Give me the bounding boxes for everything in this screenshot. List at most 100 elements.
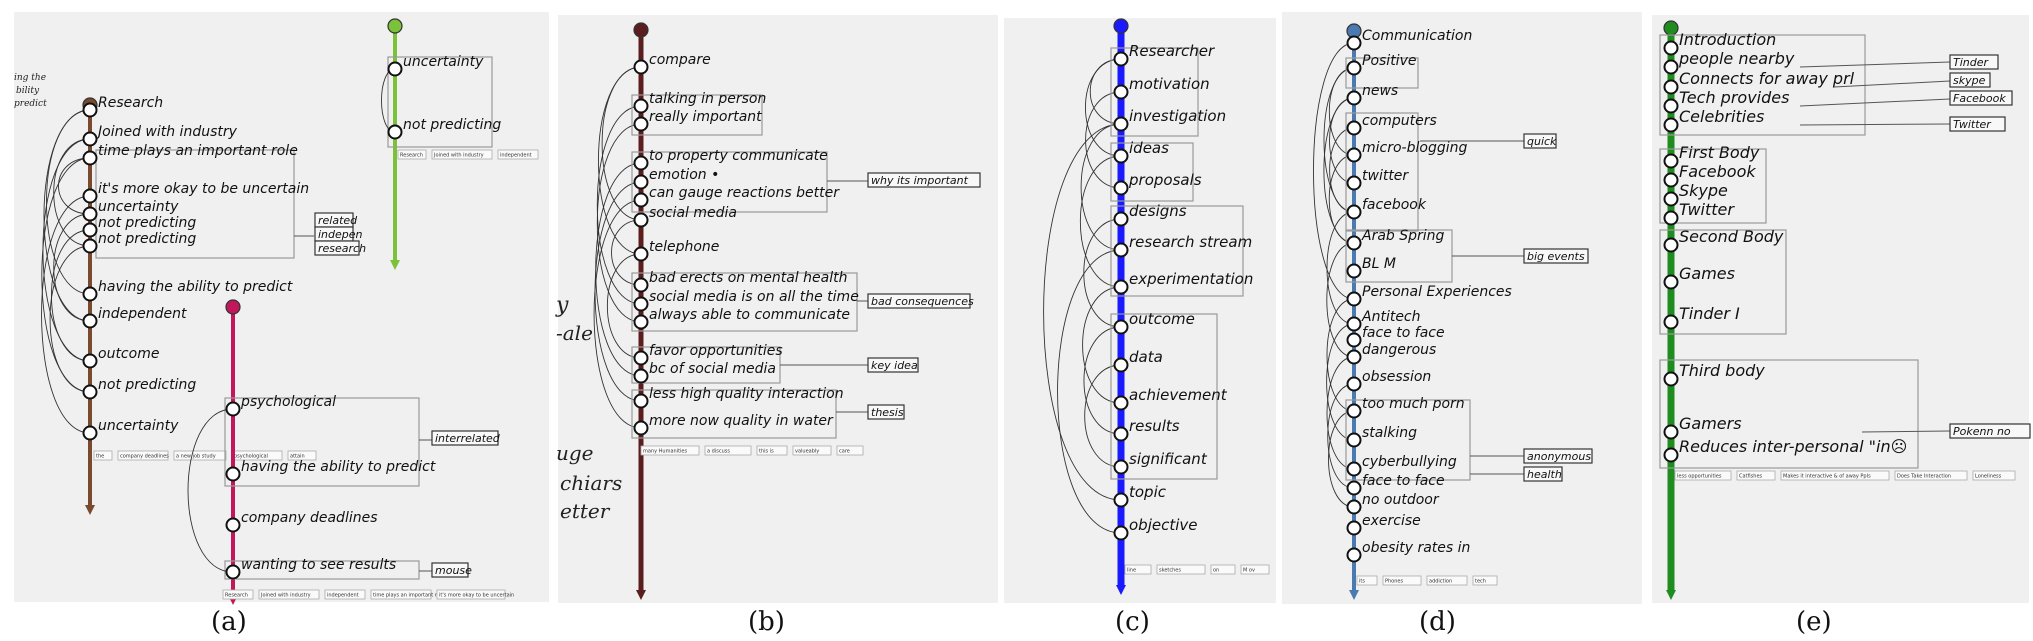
tag-box xyxy=(867,172,981,188)
handwriting-text: uge xyxy=(556,441,594,465)
node-label: outcome xyxy=(98,346,159,362)
timeline-arrowhead xyxy=(1666,590,1676,600)
source-chip-label: tech xyxy=(1475,579,1486,585)
timeline-node xyxy=(1346,147,1362,163)
timeline-node xyxy=(1346,175,1362,191)
tag-box xyxy=(1523,248,1589,264)
source-chip-label: this is xyxy=(759,449,774,455)
source-chip-label: its xyxy=(1359,579,1365,585)
node-label: face to face xyxy=(1362,473,1445,489)
node-label: computers xyxy=(1362,113,1437,129)
source-chip-label: less opportunities xyxy=(1677,474,1722,480)
node-label: Communication xyxy=(1362,28,1472,44)
timeline-node xyxy=(633,368,649,384)
timeline-node xyxy=(1346,35,1362,51)
timeline-node xyxy=(82,353,98,369)
timeline-node xyxy=(633,393,649,409)
panel-c: Researchermotivationinvestigationideaspr… xyxy=(1043,18,1270,595)
node-label: people nearby xyxy=(1678,49,1795,68)
node-label: Connects for away prl xyxy=(1679,69,1855,88)
timeline-node xyxy=(82,222,98,238)
node-label: achievement xyxy=(1129,386,1228,404)
node-label: Introduction xyxy=(1679,30,1776,49)
tag-box xyxy=(1523,133,1557,149)
link-arc xyxy=(596,123,642,323)
timeline-node xyxy=(225,466,241,482)
source-chip xyxy=(1124,564,1152,575)
node-label: social media xyxy=(649,205,737,221)
timeline-node xyxy=(1113,211,1129,227)
node-label: compare xyxy=(649,52,711,68)
tag-label: thesis xyxy=(871,406,904,419)
panel-d-background xyxy=(1282,12,1642,604)
link-arc xyxy=(1326,298,1355,412)
group-box xyxy=(631,94,763,136)
group-box xyxy=(387,56,493,148)
tag-label: interrelated xyxy=(435,432,501,445)
timeline-node xyxy=(633,314,649,330)
tag-box xyxy=(1949,423,2031,439)
tag-box xyxy=(1523,466,1563,482)
link-arc xyxy=(49,245,91,393)
timeline-node xyxy=(633,296,649,312)
timeline-node xyxy=(633,350,649,366)
node-label: Research xyxy=(98,95,163,111)
timeline-node xyxy=(1113,319,1129,335)
node-label: more now quality in water xyxy=(649,413,834,429)
timeline-node xyxy=(1346,403,1362,419)
node-label: topic xyxy=(1129,483,1167,501)
node-label: designs xyxy=(1129,202,1187,220)
source-chip-label: independent xyxy=(500,153,532,159)
source-chip xyxy=(93,450,113,461)
source-chip-label: Makes it interactive & of away PpIs xyxy=(1783,474,1871,480)
node-label: having the ability to predict xyxy=(98,279,293,295)
timeline-node xyxy=(1113,180,1129,196)
timeline-node xyxy=(1113,357,1129,373)
timeline-node xyxy=(387,124,403,140)
timeline-node xyxy=(1113,242,1129,258)
source-chip-label: Does Take Interaction xyxy=(1897,474,1951,480)
node-label: micro-blogging xyxy=(1362,140,1467,156)
timeline-node xyxy=(82,188,98,204)
timeline-node xyxy=(1663,371,1679,387)
link-arc xyxy=(596,105,642,305)
source-chip-label: a discuss xyxy=(707,449,730,455)
node-label: facebook xyxy=(1362,197,1427,213)
source-chip-label: on xyxy=(1213,568,1219,574)
source-chip-label: care xyxy=(839,449,850,455)
timeline-node xyxy=(1346,263,1362,279)
source-chip xyxy=(287,450,317,461)
timeline-arrowhead xyxy=(1116,585,1126,595)
source-chip xyxy=(836,445,864,456)
node-label: uncertainty xyxy=(98,418,179,434)
node-label: Antitech xyxy=(1361,309,1421,325)
connector-line xyxy=(1799,61,1951,68)
source-chip xyxy=(1674,470,1732,481)
link-arc xyxy=(1084,364,1122,468)
link-arc xyxy=(53,213,91,322)
timeline-node xyxy=(225,517,241,533)
node-label: outcome xyxy=(1129,310,1195,328)
node-label: can gauge reactions better xyxy=(649,185,840,201)
source-chip xyxy=(324,589,366,600)
source-chip-label: Research xyxy=(225,593,248,599)
source-chip-label: valueably xyxy=(795,449,819,455)
caption-c: (c) xyxy=(1115,607,1150,637)
node-label: no outdoor xyxy=(1362,492,1440,508)
timeline-node xyxy=(1346,499,1362,515)
node-label: experimentation xyxy=(1129,270,1253,288)
source-chip xyxy=(1972,470,2016,481)
node-label: bc of social media xyxy=(649,361,776,377)
link-arc xyxy=(1085,58,1122,157)
timeline-node xyxy=(1663,237,1679,253)
node-label: Personal Experiences xyxy=(1362,284,1512,300)
tag-box xyxy=(1949,90,2013,106)
timeline-node xyxy=(1346,432,1362,448)
source-chip-label: the xyxy=(96,454,104,460)
timeline-node xyxy=(82,425,98,441)
timeline-node xyxy=(1113,459,1129,475)
timeline-node xyxy=(82,131,98,147)
connector-line xyxy=(1833,80,1951,88)
